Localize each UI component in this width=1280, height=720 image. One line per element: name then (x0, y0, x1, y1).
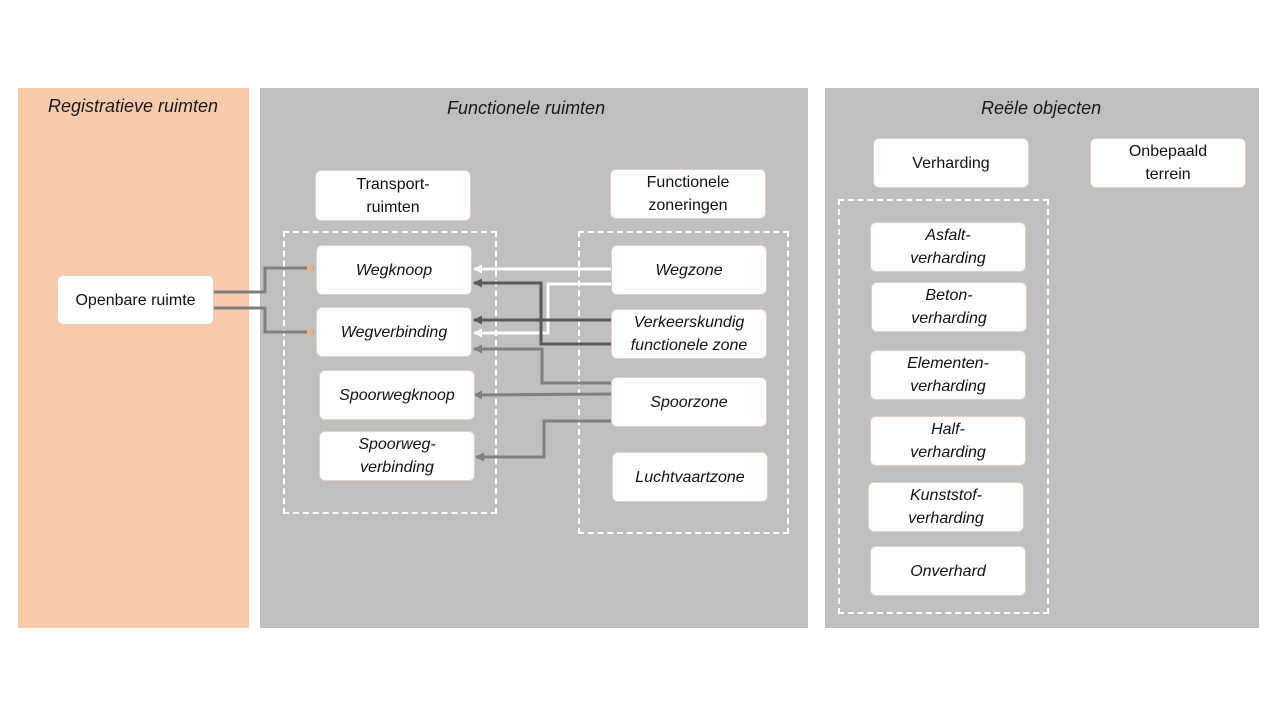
node-spoorzone: Spoorzone (611, 377, 767, 427)
node-onverhard: Onverhard (870, 546, 1026, 596)
node-luchtvaartzone: Luchtvaartzone (612, 452, 768, 502)
node-verharding: Verharding (873, 138, 1029, 188)
node-elementenverharding: Elementen- verharding (870, 350, 1026, 400)
functionele-ruimten-title: Functionele ruimten (447, 98, 606, 118)
node-functionele-zoneringen: Functionele zoneringen (610, 169, 766, 219)
node-spoorwegknoop: Spoorwegknoop (319, 370, 475, 420)
node-wegzone: Wegzone (611, 245, 767, 295)
node-kunststofverharding: Kunststof- verharding (868, 482, 1024, 532)
node-transportruimten: Transport- ruimten (315, 170, 471, 221)
node-asfaltverharding: Asfalt- verharding (870, 222, 1026, 272)
node-spoorwegverbinding: Spoorweg- verbinding (319, 431, 475, 481)
node-halfverharding: Half- verharding (870, 416, 1026, 466)
panel-registratieve-ruimten (18, 88, 249, 628)
node-wegverbinding: Wegverbinding (316, 307, 472, 357)
node-wegknoop: Wegknoop (316, 245, 472, 295)
node-openbare-ruimte: Openbare ruimte (57, 275, 214, 325)
node-betonverharding: Beton- verharding (871, 282, 1027, 332)
node-verkeerskundig-functionele-zone: Verkeerskundig functionele zone (611, 309, 767, 359)
node-onbepaald-terrein: Onbepaald terrein (1090, 138, 1246, 188)
registratieve-ruimten-title: Registratieve ruimten (48, 96, 219, 116)
verharding-group (838, 199, 1049, 614)
reele-objecten-title: Reële objecten (981, 98, 1102, 118)
